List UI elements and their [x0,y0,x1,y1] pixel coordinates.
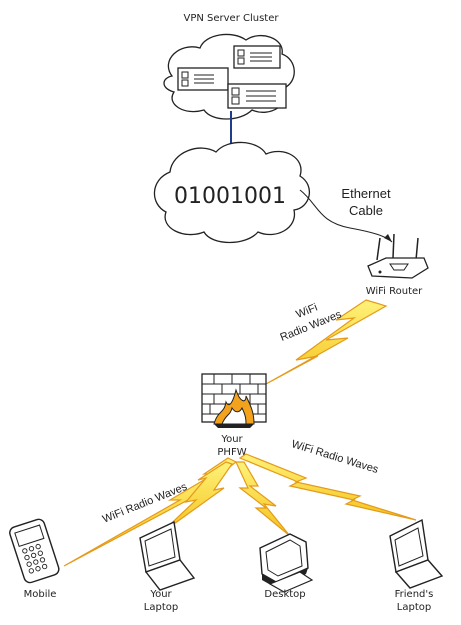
server-icon [233,45,281,69]
cloud-binary-text: 01001001 [174,184,286,209]
desktop-computer-icon [259,533,314,593]
device-label-laptop-line2: Laptop [144,602,178,613]
diagram-title: VPN Server Cluster [184,13,280,24]
lightning-bolt-icon [265,299,388,385]
router-label: WiFi Router [366,286,423,297]
wifi-router-icon [367,233,429,279]
ethernet-cable [299,189,393,243]
firewall-label-line2: PHFW [217,447,246,458]
lightning-bolt-icon [238,453,417,521]
mobile-phone-icon [9,518,60,584]
device-label-friend-line1: Friend's [395,589,434,600]
internet-cloud: 01001001 [153,141,311,244]
device-label-friend-line2: Laptop [397,602,431,613]
server-cluster-cloud [163,33,295,120]
ethernet-label-line1: Ethernet [341,186,391,201]
device-label-desktop: Desktop [264,589,305,600]
firewall-icon [201,373,267,428]
server-icon [227,83,287,109]
device-label-mobile: Mobile [24,589,57,600]
firewall-label-line1: Your [220,434,243,445]
server-icon [177,67,229,91]
wifi-right-label: WiFi Radio Waves [290,438,380,476]
device-label-laptop-line1: Your [149,589,172,600]
lightning-bolt-icon [159,461,233,535]
ethernet-label-line2: Cable [349,203,383,218]
laptop-icon [139,520,196,591]
arrow-head-icon [384,234,392,242]
lightning-bolt-icon [235,461,291,537]
laptop-icon [389,518,444,589]
